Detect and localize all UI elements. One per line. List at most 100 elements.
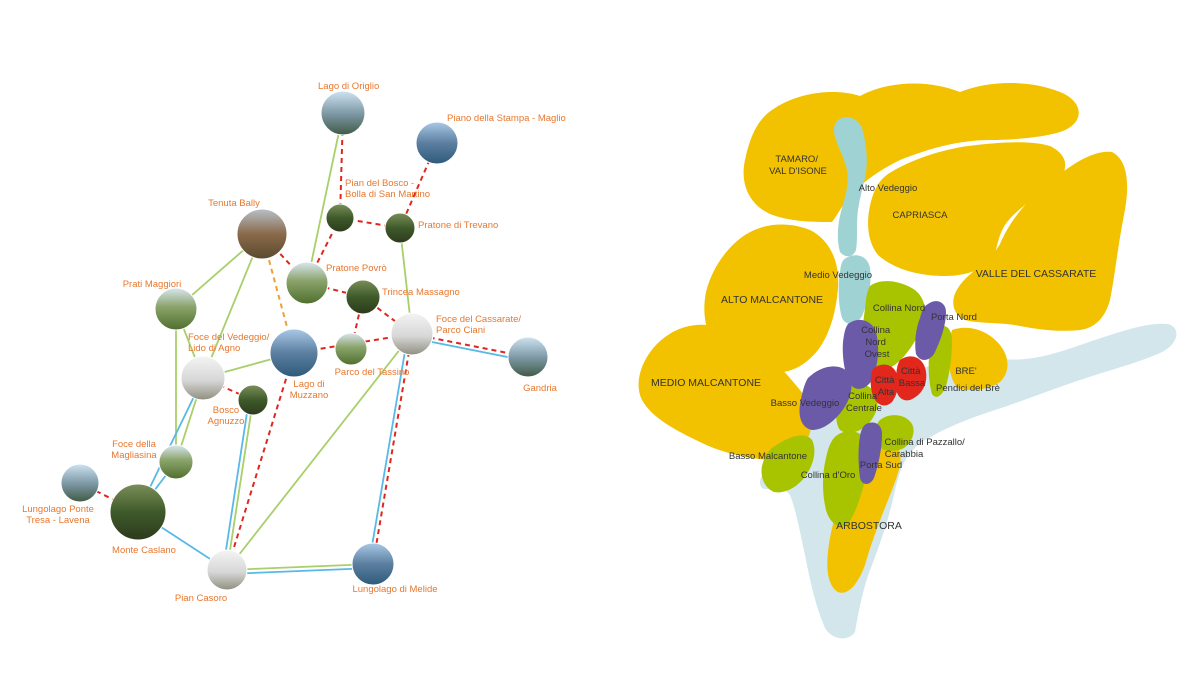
label-pendici-bre: Pendici del Brè <box>936 383 1000 394</box>
zone-collina-pazzallo <box>874 415 914 451</box>
label-citta-bassa: Città Bassa <box>899 366 926 389</box>
link-green <box>202 233 263 379</box>
zone-collina-nord-ovest <box>842 319 879 389</box>
zone-medio-vedeggio <box>838 255 871 324</box>
link-blue <box>227 567 374 575</box>
node-label: Trincea Massagno <box>382 287 460 298</box>
label-capriasca: CAPRIASCA <box>893 210 949 221</box>
label-collina-nord: Collina Nord <box>873 303 925 314</box>
link-green <box>226 399 254 571</box>
link-blue <box>368 333 409 564</box>
node-photo <box>390 312 434 356</box>
node-photo <box>236 208 288 260</box>
node-photo <box>320 90 366 136</box>
node-label: Foce del Cassarate/Parco Ciani <box>436 314 521 336</box>
label-basso-vedeggio: Basso Vedeggio <box>771 398 840 409</box>
link-blue <box>222 399 250 570</box>
zone-bre <box>949 327 1008 390</box>
label-porta-nord: Porta Nord <box>931 312 977 323</box>
zone-collina-doro <box>823 431 869 527</box>
node-photo <box>158 444 194 480</box>
node-piano-stampa: Piano della Stampa - Maglio <box>415 113 566 165</box>
node-label: Piano della Stampa - Maglio <box>447 113 566 124</box>
label-collina-centrale: Collina Centrale <box>846 391 882 414</box>
node-pian-casoro: Pian Casoro <box>175 549 248 604</box>
node-lago-origlio: Lago di Origlio <box>318 81 379 136</box>
label-collina-nord-ovest: Collina Nord Ovest <box>861 325 893 360</box>
node-photo <box>269 328 319 378</box>
node-photo <box>507 336 549 378</box>
link-red <box>399 142 438 229</box>
zone-porta-sud <box>858 422 882 484</box>
node-photo <box>109 483 167 541</box>
label-arbostora: ARBOSTORA <box>836 520 902 532</box>
node-monte-caslano: Monte Caslano <box>109 483 176 556</box>
zone-capriasca <box>868 142 1066 276</box>
label-basso-malcantone: Basso Malcantone <box>729 451 807 462</box>
node-pratone-trevano: Pratone di Trevano <box>384 212 498 244</box>
node-foce-vedeggio: Foce del Vedeggio/Lido di Agno <box>180 332 270 401</box>
zone-citta-alta <box>870 364 899 406</box>
zone-valle-cassarate <box>953 151 1128 331</box>
node-label: Pian Casoro <box>175 593 227 604</box>
node-photo <box>154 287 198 331</box>
node-prati-maggiori: Prati Maggiori <box>123 279 198 331</box>
node-parco-tassino: Parco del Tassino <box>334 332 410 378</box>
label-medio-vedeggio: Medio Vedeggio <box>804 270 872 281</box>
node-photo <box>334 332 368 366</box>
node-pian-bosco: Pian del Bosco -Bolla di San Martino <box>325 178 430 233</box>
node-photo <box>345 279 381 315</box>
zone-map: TAMARO/ VAL D'ISONE CAPRIASCA VALLE DEL … <box>638 83 1177 639</box>
node-label: Lungolago di Melide <box>352 584 437 595</box>
link-green <box>226 563 374 571</box>
zone-medio-malcantone <box>638 324 812 461</box>
link-red <box>372 333 413 565</box>
node-label: Tenuta Bally <box>208 198 260 209</box>
node-label: Foce del Vedeggio/Lido di Agno <box>188 332 270 354</box>
node-label: Gandria <box>523 383 558 394</box>
label-citta-alta: Città Alta <box>875 375 897 398</box>
node-photo <box>237 384 269 416</box>
node-lungolago-melide: Lungolago di Melide <box>351 542 438 595</box>
zone-basso-vedeggio <box>799 366 852 430</box>
zone-basso-malcantone <box>761 435 815 493</box>
link-green <box>306 112 344 284</box>
node-label: Pratone Povrò <box>326 263 387 274</box>
label-tamaro: TAMARO/ VAL D'ISONE <box>769 154 827 177</box>
zone-arbostora <box>827 443 901 593</box>
node-label: Pian del Bosco -Bolla di San Martino <box>345 178 430 200</box>
label-bre: BRE' <box>955 366 977 377</box>
label-medio-malcantone: MEDIO MALCANTONE <box>651 377 761 389</box>
node-label: Pratone di Trevano <box>418 220 498 231</box>
node-pratone-povro: Pratone Povrò <box>285 261 387 305</box>
zone-porta-nord <box>915 301 946 360</box>
label-valle-cassarate: VALLE DEL CASSARATE <box>976 268 1097 280</box>
zone-alto-vedeggio <box>834 117 867 257</box>
node-foce-cassarate: Foce del Cassarate/Parco Ciani <box>390 312 521 356</box>
zone-tamaro <box>743 83 1079 222</box>
node-photo <box>206 549 248 591</box>
link-red <box>226 352 295 571</box>
node-label: Parco del Tassino <box>335 367 410 378</box>
node-label: Lago di Origlio <box>318 81 379 92</box>
node-gandria: Gandria <box>507 336 558 394</box>
zone-collina-nord <box>862 281 926 370</box>
label-alto-malcantone: ALTO MALCANTONE <box>721 294 823 306</box>
label-alto-vedeggio: Alto Vedeggio <box>859 183 918 194</box>
node-photo <box>60 463 100 503</box>
node-photo <box>384 212 416 244</box>
zone-citta-bassa <box>896 356 927 401</box>
node-photo <box>351 542 395 586</box>
label-collina-pazzallo: Collina di Pazzallo/ Carabbia <box>885 437 968 460</box>
node-photo <box>180 355 226 401</box>
node-label: Monte Caslano <box>112 545 176 556</box>
